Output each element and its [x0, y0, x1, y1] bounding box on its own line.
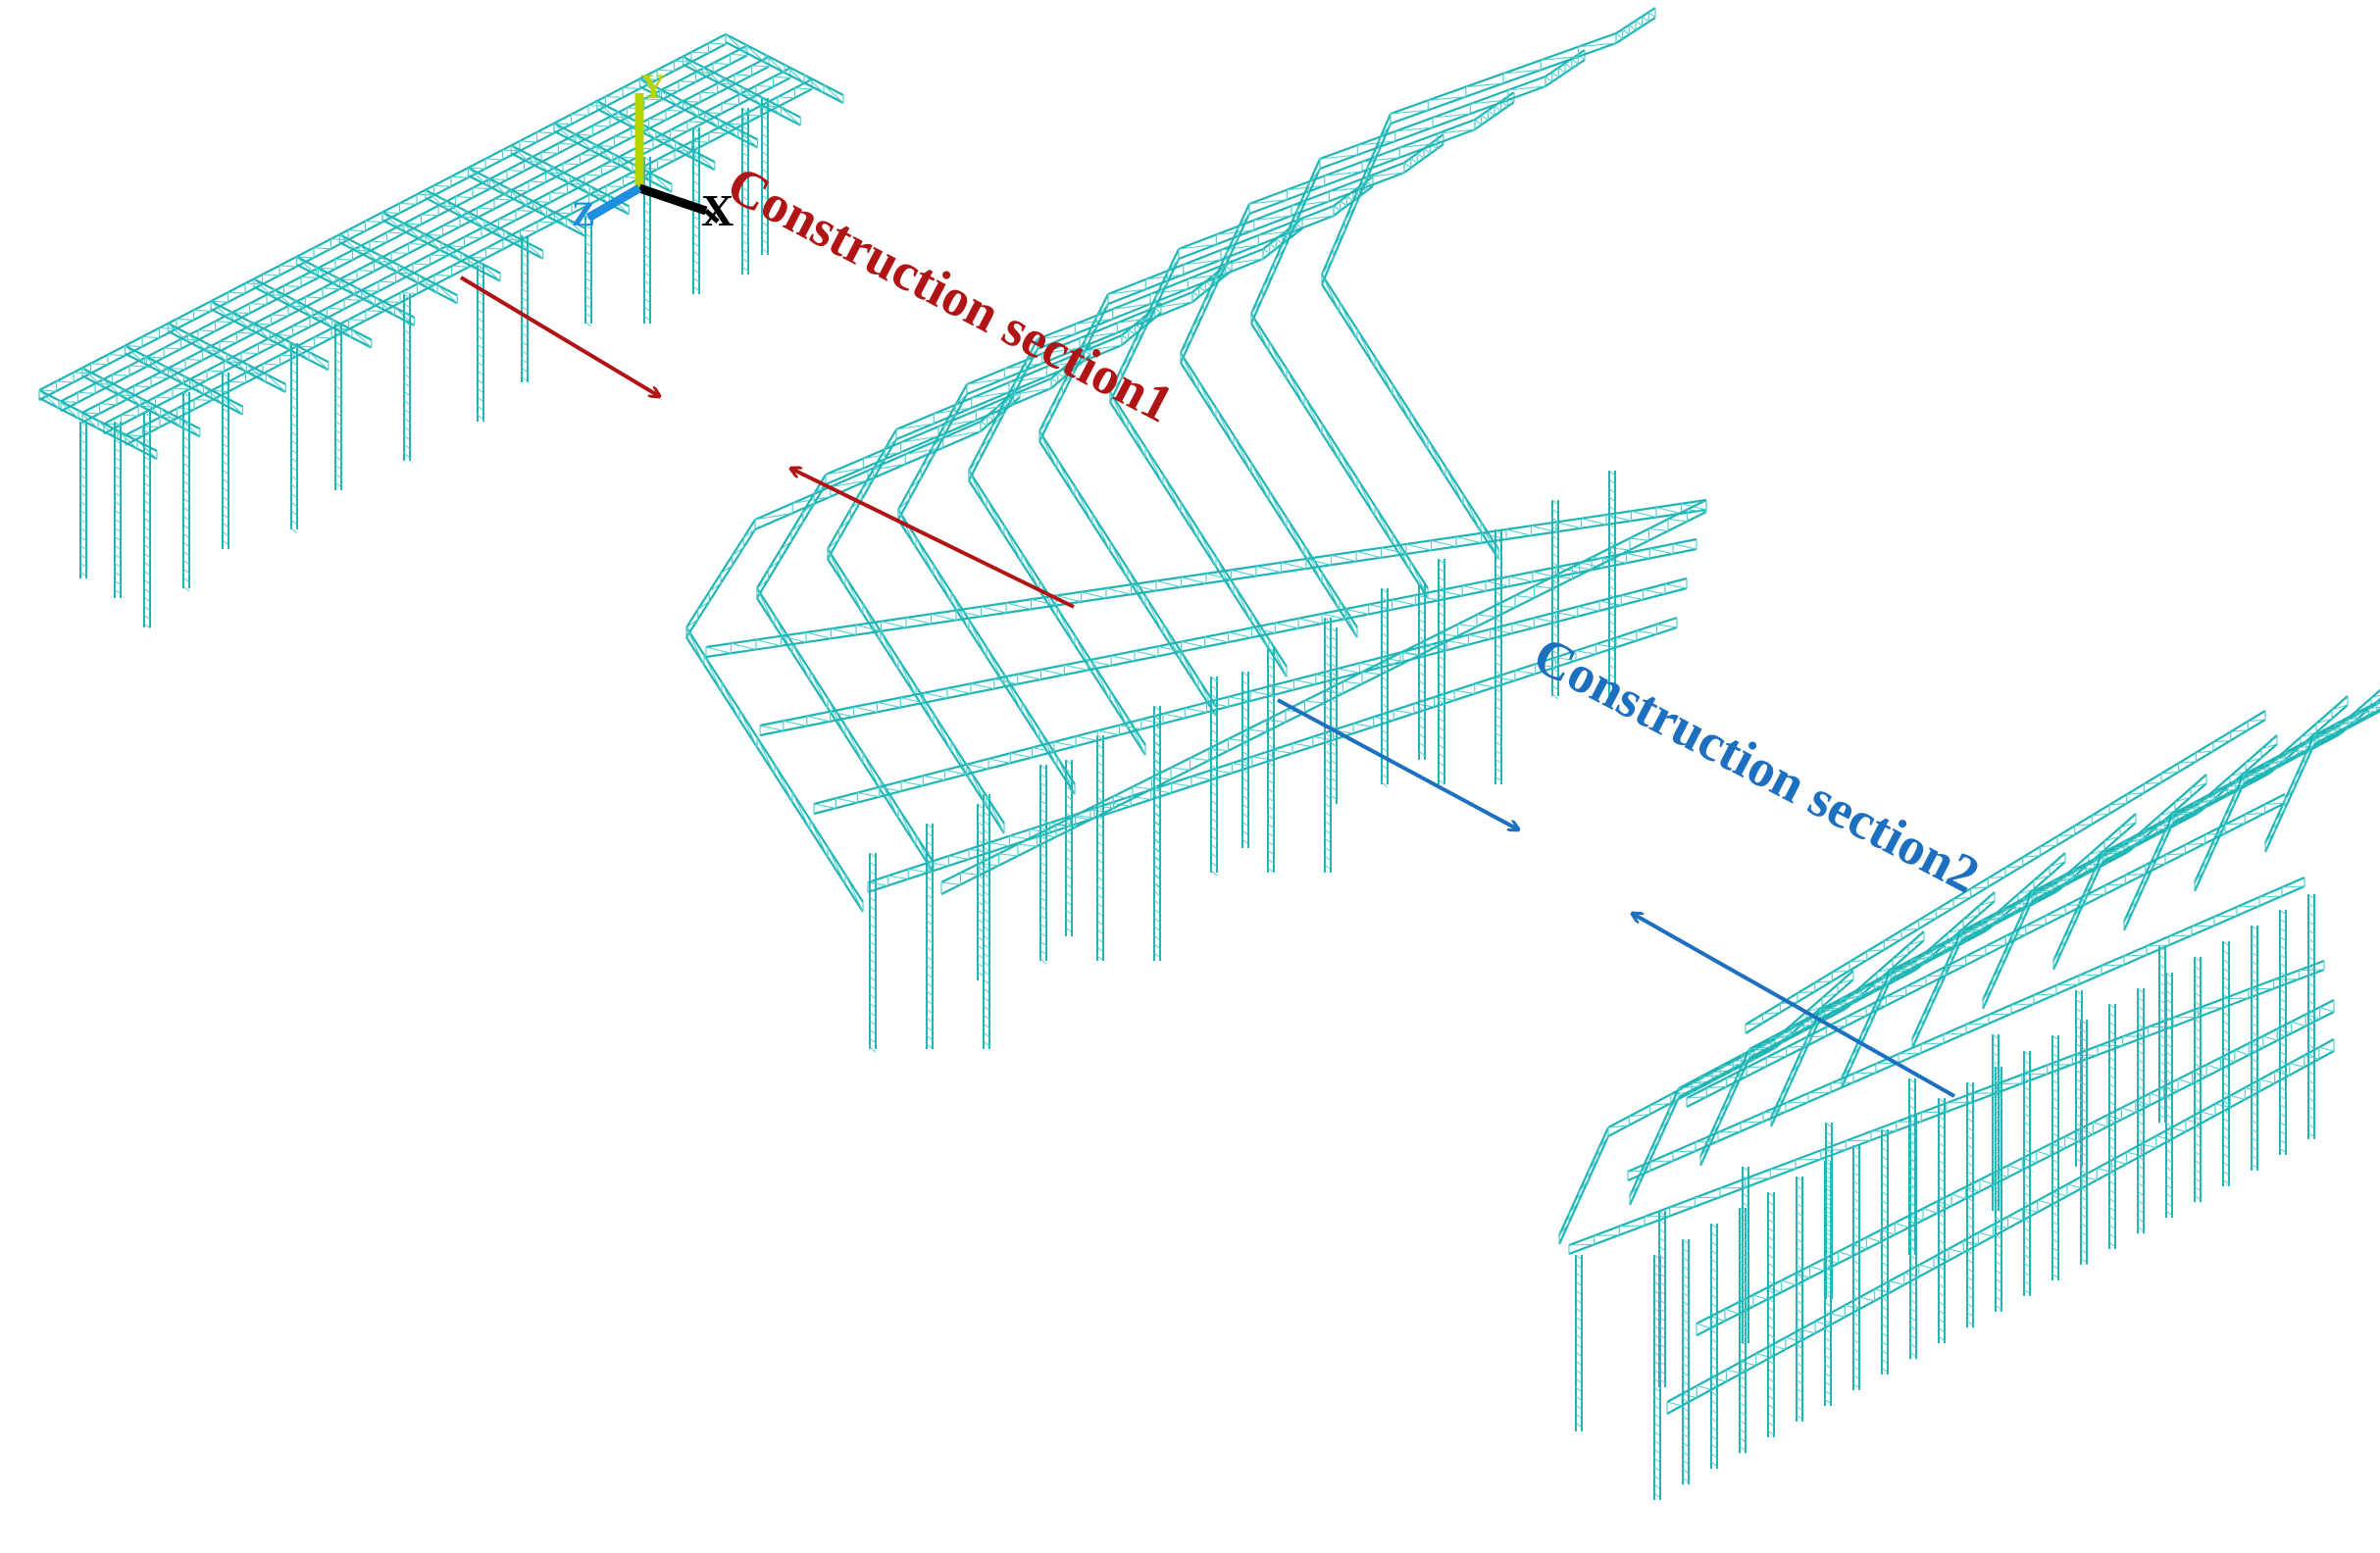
- section2-label: Construction section2: [1524, 625, 1988, 904]
- right-building-frame: [1557, 688, 2380, 1500]
- x-axis-letter: X: [701, 185, 734, 235]
- center-building-frame: [685, 7, 1707, 1053]
- z-axis-letter: Z: [572, 194, 595, 233]
- left-building-frame: [38, 33, 844, 629]
- section1-label: Construction section1: [718, 154, 1182, 433]
- section2-annotation: Construction section2: [1277, 625, 1989, 1098]
- section1-arrow-left: [791, 469, 1075, 609]
- section2-arrow-right: [1277, 698, 1518, 829]
- coordinate-triad-icon: Y X Z: [572, 67, 734, 235]
- section1-arrow-right: [459, 276, 659, 396]
- y-axis-letter: Y: [640, 67, 666, 106]
- section1-annotation: Construction section1: [459, 154, 1183, 609]
- section2-arrow-left: [1633, 914, 1955, 1098]
